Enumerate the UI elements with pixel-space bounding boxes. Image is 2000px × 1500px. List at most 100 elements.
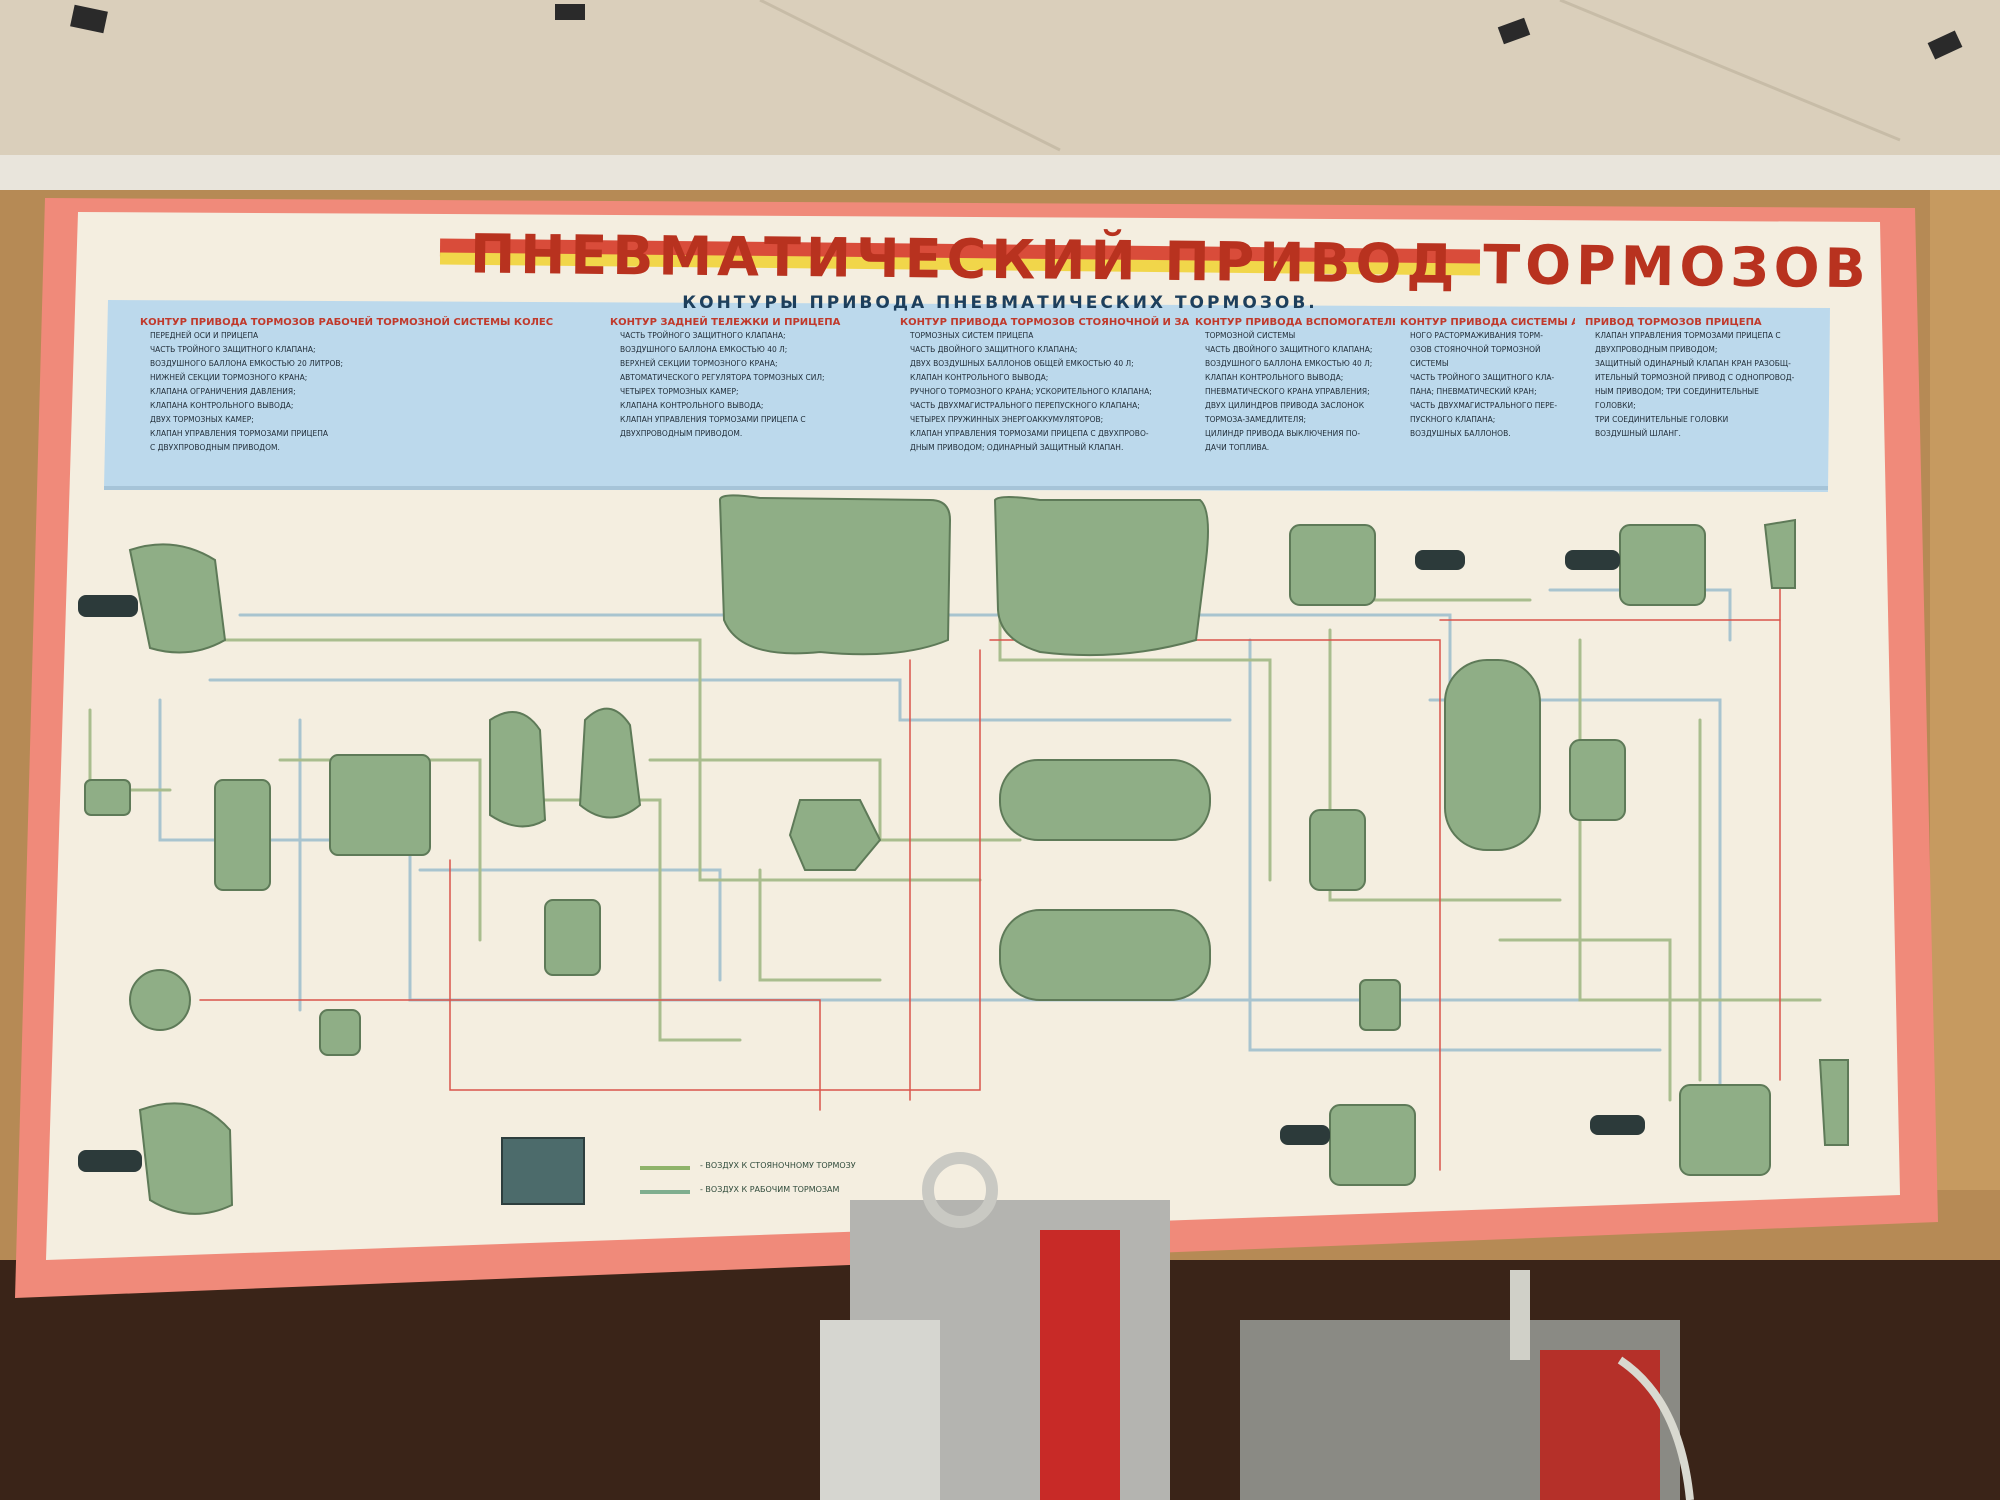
ceiling-seam bbox=[1559, 0, 1901, 142]
ceiling-vent bbox=[70, 4, 108, 34]
legend-label-service: - ВОЗДУХ К РАБОЧИМ ТОРМОЗАМ bbox=[700, 1185, 840, 1194]
info-column-line: ТРИ СОЕДИНИТЕЛЬНЫЕ ГОЛОВКИ bbox=[1595, 415, 1729, 424]
brake-spring-bellows bbox=[78, 550, 1645, 1172]
air-tank-right bbox=[993, 496, 1209, 657]
brake-valve bbox=[544, 899, 601, 976]
info-column-line: ПЕРЕДНЕЙ ОСИ И ПРИЦЕПА bbox=[150, 331, 259, 340]
info-column-heading: КОНТУР ПРИВОДА ВСПОМОГАТЕЛЬНОЙ bbox=[1195, 317, 1395, 328]
parking-brake-valve bbox=[1309, 809, 1366, 891]
info-column-heading: КОНТУР ПРИВОДА ТОРМОЗОВ СТОЯНОЧНОЙ И ЗАП… bbox=[900, 317, 1190, 328]
info-column-line: ДАЧИ ТОПЛИВА. bbox=[1205, 443, 1270, 452]
bleed-valve bbox=[319, 1009, 361, 1056]
component-group bbox=[84, 494, 1849, 1215]
info-column-line: СИСТЕМЫ bbox=[1410, 359, 1449, 368]
info-column-line: ЧЕТЫРЕХ ПРУЖИННЫХ ЭНЕРГОАККУМУЛЯТОРОВ; bbox=[910, 415, 1104, 424]
info-column-line: ЦИЛИНДР ПРИВОДА ВЫКЛЮЧЕНИЯ ПО- bbox=[1205, 429, 1361, 438]
info-column-2: КОНТУР ЗАДНЕЙ ТЕЛЕЖКИ И ПРИЦЕПА ЧАСТЬ ТР… bbox=[610, 316, 890, 486]
title-stripe-red bbox=[439, 238, 1481, 268]
info-column-line: КЛАПАНА КОНТРОЛЬНОГО ВЫВОДА; bbox=[150, 401, 294, 410]
info-column-line: ВОЗДУШНОГО БАЛЛОНА ЕМКОСТЬЮ 40 Л; bbox=[620, 345, 788, 354]
receiver-tank-vertical bbox=[1444, 659, 1541, 851]
info-column-line: ЧЕТЫРЕХ ТОРМОЗНЫХ КАМЕР; bbox=[620, 387, 739, 396]
brake-chamber-rear-2 bbox=[1619, 524, 1706, 606]
info-column-line: КЛАПАН УПРАВЛЕНИЯ ТОРМОЗАМИ ПРИЦЕПА С ДВ… bbox=[910, 429, 1149, 438]
info-column-line: КЛАПАН УПРАВЛЕНИЯ ТОРМОЗАМИ ПРИЦЕПА С bbox=[620, 415, 806, 424]
info-column-line: ТОРМОЗНЫХ СИСТЕМ ПРИЦЕПА bbox=[910, 331, 1034, 340]
coupling-head-lower bbox=[1818, 1059, 1849, 1146]
info-column-line: ДВУХПРОВОДНЫМ ПРИВОДОМ; bbox=[1595, 345, 1718, 354]
coupling-head-upper bbox=[1763, 518, 1796, 589]
legend-swatch-box bbox=[501, 1137, 585, 1205]
legend-label-parking: - ВОЗДУХ К СТОЯНОЧНОМУ ТОРМОЗУ bbox=[700, 1161, 856, 1170]
receiver-tank-lower bbox=[999, 909, 1211, 1001]
water-separator bbox=[214, 779, 271, 891]
info-column-line: ПНЕВМАТИЧЕСКОГО КРАНА УПРАВЛЕНИЯ; bbox=[1205, 387, 1370, 396]
antifreeze-pump bbox=[578, 707, 642, 819]
foreground-injection-pump bbox=[1240, 1270, 1694, 1500]
info-column-4: КОНТУР ПРИВОДА ВСПОМОГАТЕЛЬНОЙ ТОРМОЗНОЙ… bbox=[1195, 316, 1395, 486]
info-column-line: ДНЫМ ПРИВОДОМ; ОДИНАРНЫЙ ЗАЩИТНЫЙ КЛАПАН… bbox=[910, 443, 1124, 452]
info-column-line: ЧАСТЬ ТРОЙНОГО ЗАЩИТНОГО КЛАПАНА; bbox=[150, 345, 316, 354]
info-column-line: ДВУХ ТОРМОЗНЫХ КАМЕР; bbox=[150, 415, 254, 424]
info-column-line: ЗАЩИТНЫЙ ОДИНАРНЫЙ КЛАПАН КРАН РАЗОБЩ- bbox=[1595, 359, 1791, 368]
brake-chamber-rear-3 bbox=[1329, 1104, 1416, 1186]
info-column-line: КЛАПАН КОНТРОЛЬНОГО ВЫВОДА; bbox=[910, 373, 1049, 382]
info-column-line: ГОЛОВКИ; bbox=[1595, 401, 1636, 410]
info-column-line: КЛАПАН УПРАВЛЕНИЯ ТОРМОЗАМИ ПРИЦЕПА bbox=[150, 429, 329, 438]
info-column-line: ЧАСТЬ ДВУХМАГИСТРАЛЬНОГО ПЕРЕПУСКНОГО КЛ… bbox=[910, 401, 1140, 410]
info-column-line: ВОЗДУШНЫЙ ШЛАНГ. bbox=[1595, 429, 1681, 438]
relay-valve bbox=[1569, 739, 1626, 821]
info-column-line: НЫМ ПРИВОДОМ; ТРИ СОЕДИНИТЕЛЬНЫЕ bbox=[1595, 387, 1759, 396]
info-column-line: ПАНА; ПНЕВМАТИЧЕСКИЙ КРАН; bbox=[1410, 387, 1537, 396]
info-column-6: ПРИВОД ТОРМОЗОВ ПРИЦЕПА КЛАПАН УПРАВЛЕНИ… bbox=[1585, 316, 1820, 486]
info-column-line: КЛАПАНА ОГРАНИЧЕНИЯ ДАВЛЕНИЯ; bbox=[150, 387, 296, 396]
wall-cornice bbox=[0, 155, 2000, 193]
info-column-line: ЧАСТЬ ТРОЙНОГО ЗАЩИТНОГО КЛА- bbox=[1410, 373, 1555, 382]
info-column-line: РУЧНОГО ТОРМОЗНОГО КРАНА; УСКОРИТЕЛЬНОГО… bbox=[910, 387, 1152, 396]
foreground-compressor bbox=[820, 1152, 1170, 1500]
info-column-5: КОНТУР ПРИВОДА СИСТЕМЫ АВАРИЙ- НОГО РАСТ… bbox=[1400, 316, 1575, 486]
info-column-line: С ДВУХПРОВОДНЫМ ПРИВОДОМ. bbox=[150, 443, 280, 452]
ceiling-seam bbox=[759, 0, 1061, 152]
info-column-line: ЧАСТЬ ДВУХМАГИСТРАЛЬНОГО ПЕРЕ- bbox=[1410, 401, 1558, 410]
ceiling-tile-dots bbox=[0, 0, 2000, 170]
info-column-line: КЛАПАН КОНТРОЛЬНОГО ВЫВОДА; bbox=[1205, 373, 1344, 382]
info-column-line: ДВУХ ЦИЛИНДРОВ ПРИВОДА ЗАСЛОНОК bbox=[1205, 401, 1365, 410]
receiver-tank-upper bbox=[999, 759, 1211, 841]
info-column-line: НОГО РАСТОРМАЖИВАНИЯ ТОРМ- bbox=[1410, 331, 1543, 340]
control-valve bbox=[84, 779, 131, 816]
info-band bbox=[104, 300, 1830, 492]
air-tank-left bbox=[718, 494, 952, 656]
info-column-heading: КОНТУР ЗАДНЕЙ ТЕЛЕЖКИ И ПРИЦЕПА bbox=[610, 317, 841, 328]
info-column-line: ТОРМОЗА-ЗАМЕДЛИТЕЛЯ; bbox=[1205, 415, 1306, 424]
info-column-3: КОНТУР ПРИВОДА ТОРМОЗОВ СТОЯНОЧНОЙ И ЗАП… bbox=[900, 316, 1190, 486]
info-column-heading: КОНТУР ПРИВОДА ТОРМОЗОВ РАБОЧЕЙ ТОРМОЗНО… bbox=[140, 317, 554, 328]
ceiling-vent bbox=[1497, 17, 1531, 45]
info-column-line: ТОРМОЗНОЙ СИСТЕМЫ bbox=[1205, 331, 1296, 340]
info-column-line: ОЗОВ СТОЯНОЧНОЙ ТОРМОЗНОЙ bbox=[1410, 345, 1541, 354]
compressor bbox=[329, 754, 431, 856]
trailer-control-valve bbox=[1359, 979, 1401, 1031]
poster-subtitle: КОНТУРЫ ПРИВОДА ПНЕВМАТИЧЕСКИХ ТОРМОЗОВ. bbox=[682, 293, 1318, 313]
info-column-1: КОНТУР ПРИВОДА ТОРМОЗОВ РАБОЧЕЙ ТОРМОЗНО… bbox=[140, 316, 600, 486]
info-column-line: ДВУХ ВОЗДУШНЫХ БАЛЛОНОВ ОБЩЕЙ ЕМКОСТЬЮ 4… bbox=[910, 359, 1134, 368]
title-stripe-yellow bbox=[439, 252, 1481, 276]
ceiling-vent bbox=[555, 4, 585, 20]
wood-panel-right bbox=[1930, 190, 2000, 1190]
brake-chamber-rear-1 bbox=[1289, 524, 1376, 606]
info-column-line: ДВУХПРОВОДНЫМ ПРИВОДОМ. bbox=[620, 429, 743, 438]
info-column-line: ИТЕЛЬНЫЙ ТОРМОЗНОЙ ПРИВОД С ОДНОПРОВОД- bbox=[1595, 373, 1795, 382]
info-column-heading: КОНТУР ПРИВОДА СИСТЕМЫ АВАРИЙ- bbox=[1400, 317, 1575, 328]
info-column-line: ВОЗДУШНОГО БАЛЛОНА ЕМКОСТЬЮ 40 Л; bbox=[1205, 359, 1373, 368]
info-column-line: ЧАСТЬ ДВОЙНОГО ЗАЩИТНОГО КЛАПАНА; bbox=[1205, 345, 1373, 354]
info-column-heading: ПРИВОД ТОРМОЗОВ ПРИЦЕПА bbox=[1585, 317, 1762, 328]
info-column-line: КЛАПАН УПРАВЛЕНИЯ ТОРМОЗАМИ ПРИЦЕПА С bbox=[1595, 331, 1781, 340]
info-column-line: АВТОМАТИЧЕСКОГО РЕГУЛЯТОРА ТОРМОЗНЫХ СИЛ… bbox=[620, 373, 825, 382]
brake-chamber-front-left bbox=[128, 543, 227, 654]
pressure-regulator bbox=[489, 711, 547, 828]
brake-chamber-front-left-lower bbox=[138, 1102, 234, 1215]
info-column-line: КЛАПАНА КОНТРОЛЬНОГО ВЫВОДА; bbox=[620, 401, 764, 410]
info-column-line: ПУСКНОГО КЛАПАНА; bbox=[1410, 415, 1496, 424]
four-circuit-protection-valve bbox=[788, 799, 882, 871]
